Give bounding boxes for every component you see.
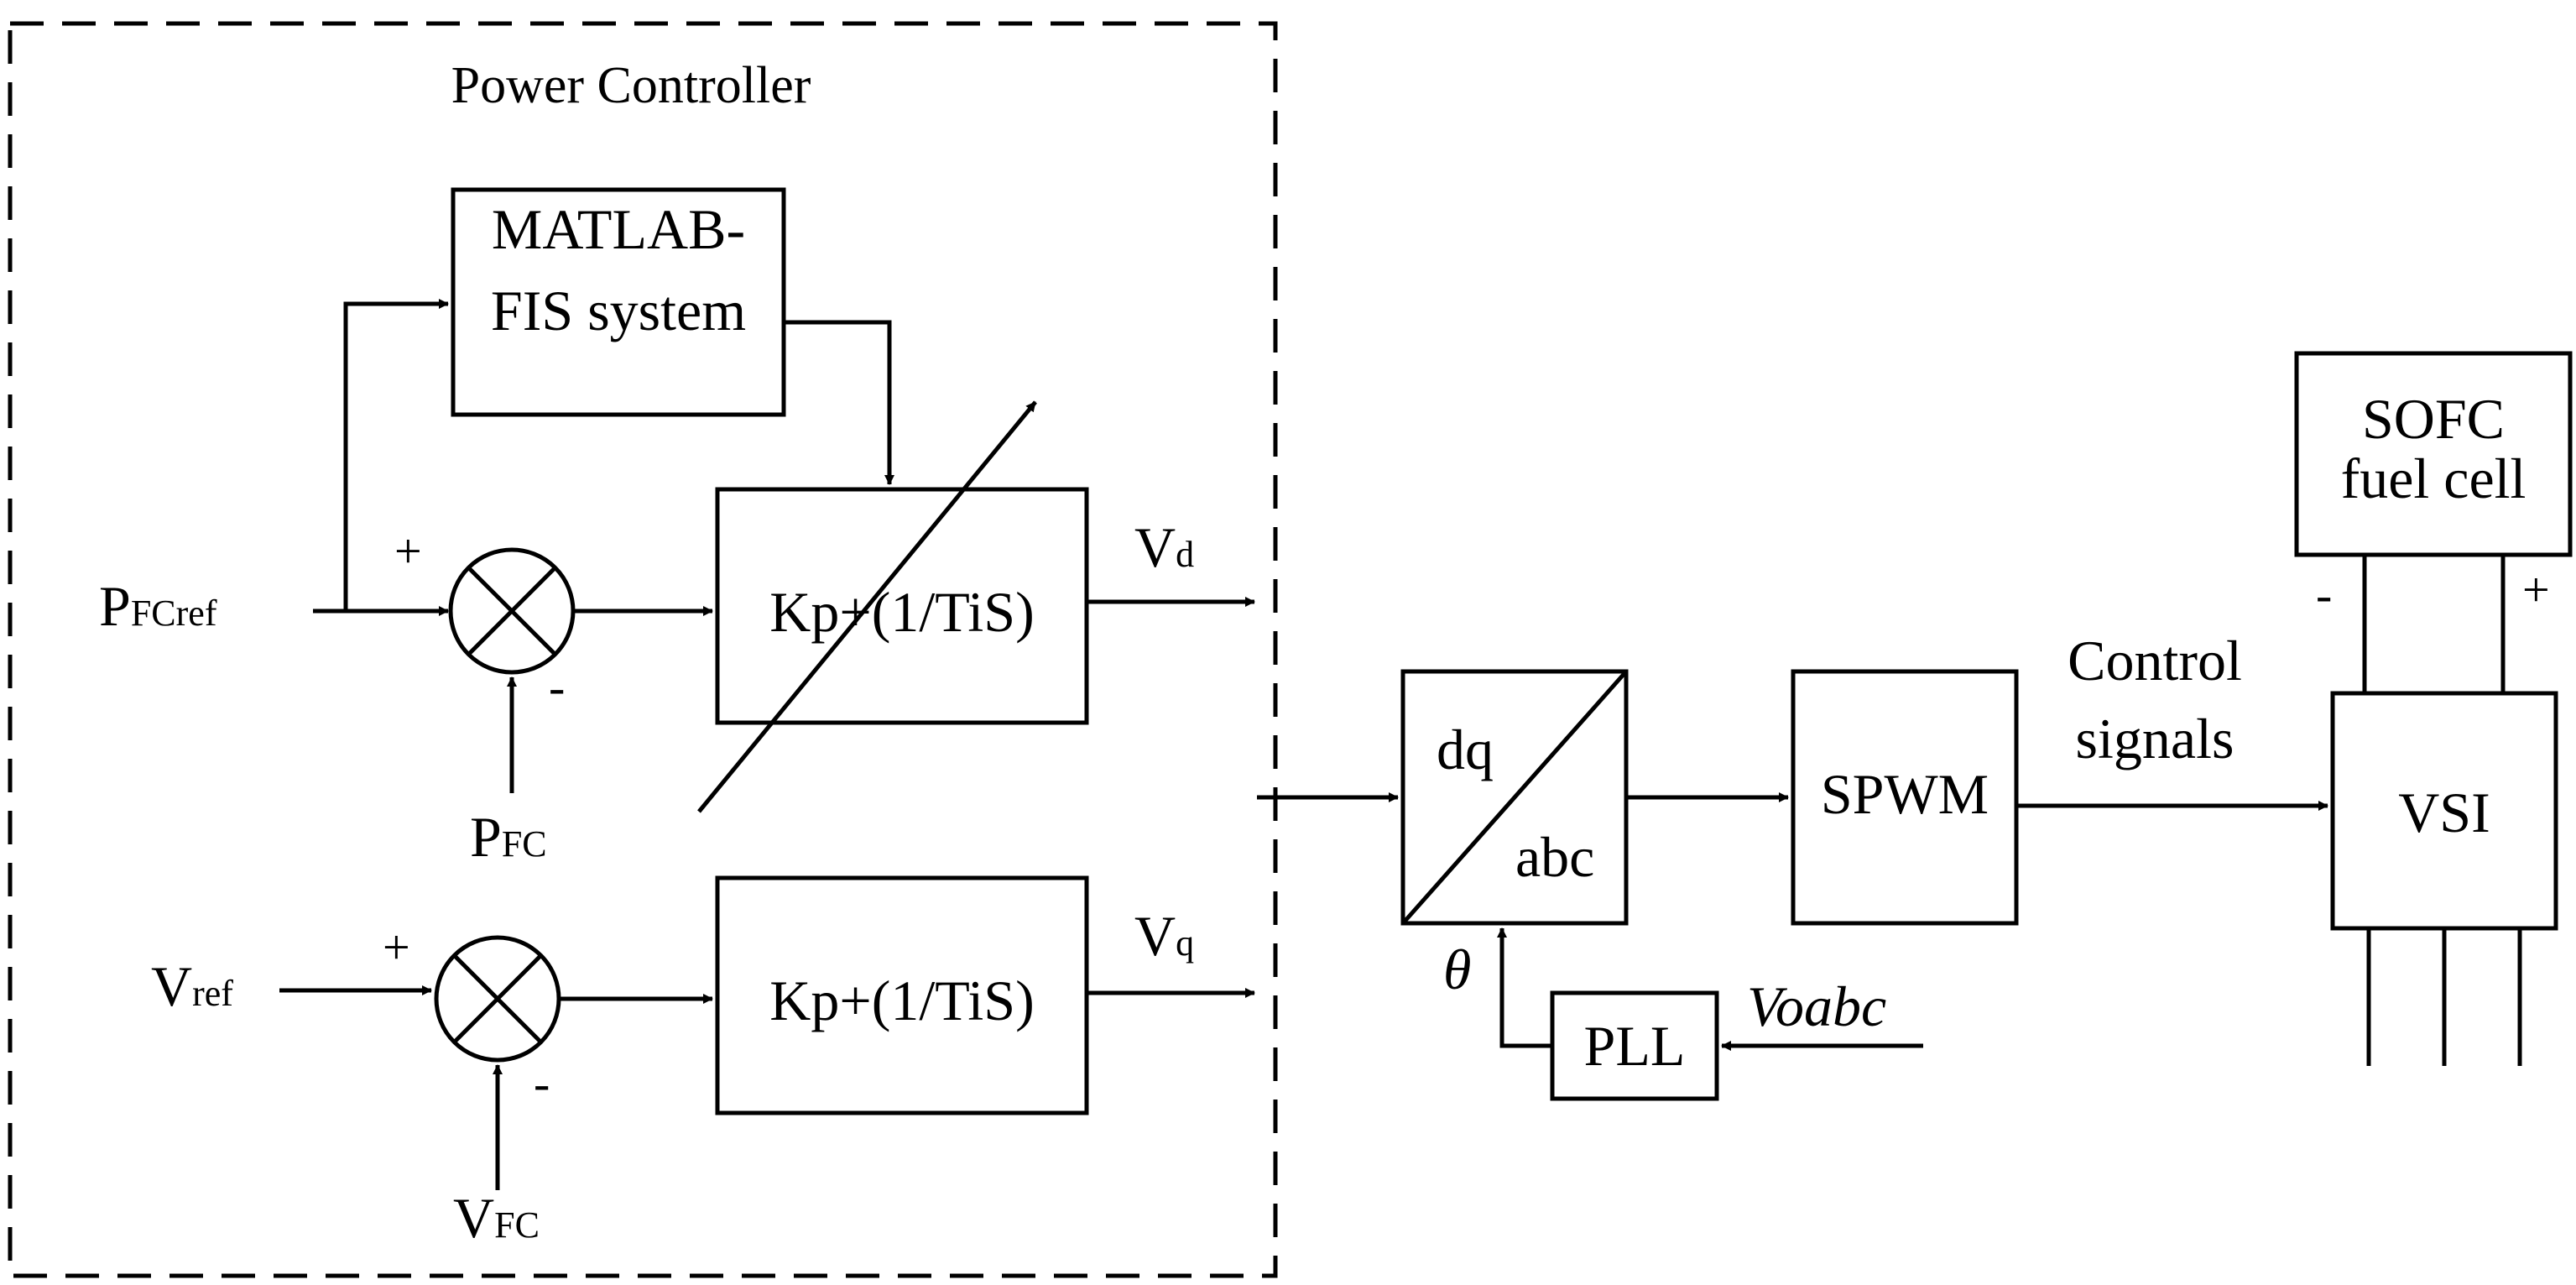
pi-d-label: Kp+(1/TiS): [769, 580, 1035, 644]
fis-block: [451, 187, 786, 417]
power-controller-frame: [8, 21, 1278, 1278]
fis-label-line1: MATLAB-: [492, 197, 745, 261]
sofc-label-line2: fuel cell: [2341, 447, 2526, 510]
pfcref-label: PFCref: [99, 574, 217, 638]
sofc-plus-sign: +: [2522, 562, 2550, 617]
vref-label: Vref: [151, 954, 233, 1018]
sum2-minus-sign: -: [534, 1056, 550, 1110]
pfcref-to-fis: [343, 299, 449, 611]
fis-label-line2: FIS system: [491, 279, 746, 342]
sum1-minus-sign: -: [549, 660, 565, 714]
pi-d-block: [715, 487, 1089, 725]
sum1-plus-sign: +: [394, 524, 422, 578]
voabc-label: Voabc: [1747, 974, 1886, 1038]
pll-label: PLL: [1584, 1014, 1686, 1078]
sofc-minus-sign: -: [2316, 567, 2332, 622]
theta-label: θ: [1443, 938, 1471, 1001]
spwm-block: [1791, 669, 2019, 926]
dq-label: dq: [1437, 718, 1494, 781]
abc-label: abc: [1515, 825, 1594, 889]
pfc-label: PFC: [470, 805, 547, 869]
dq-abc-diagonal: [1401, 670, 1628, 925]
sum2-plus-sign: +: [383, 920, 410, 974]
spwm-label: SPWM: [1821, 762, 1989, 826]
vd-label: Vd: [1134, 515, 1194, 579]
pi-q-label: Kp+(1/TiS): [769, 969, 1035, 1032]
pi-q-block: [715, 875, 1089, 1115]
sofc-block: [2294, 351, 2573, 557]
vsi-label: VSI: [2398, 781, 2490, 844]
pll-to-dq-line: [1497, 927, 1552, 1048]
sum-junction-1: [448, 547, 576, 675]
control-signals-line1: Control: [2068, 629, 2242, 692]
sofc-label-line1: SOFC: [2362, 387, 2505, 451]
power-controller-title: Power Controller: [451, 57, 811, 114]
adjustable-gain-arrow: [697, 400, 1037, 813]
fis-to-pi-d: [784, 320, 894, 485]
sum-junction-2: [434, 935, 561, 1063]
vfc-label: VFC: [453, 1186, 540, 1250]
vq-label: Vq: [1134, 904, 1194, 968]
control-signals-line2: signals: [2076, 707, 2234, 770]
